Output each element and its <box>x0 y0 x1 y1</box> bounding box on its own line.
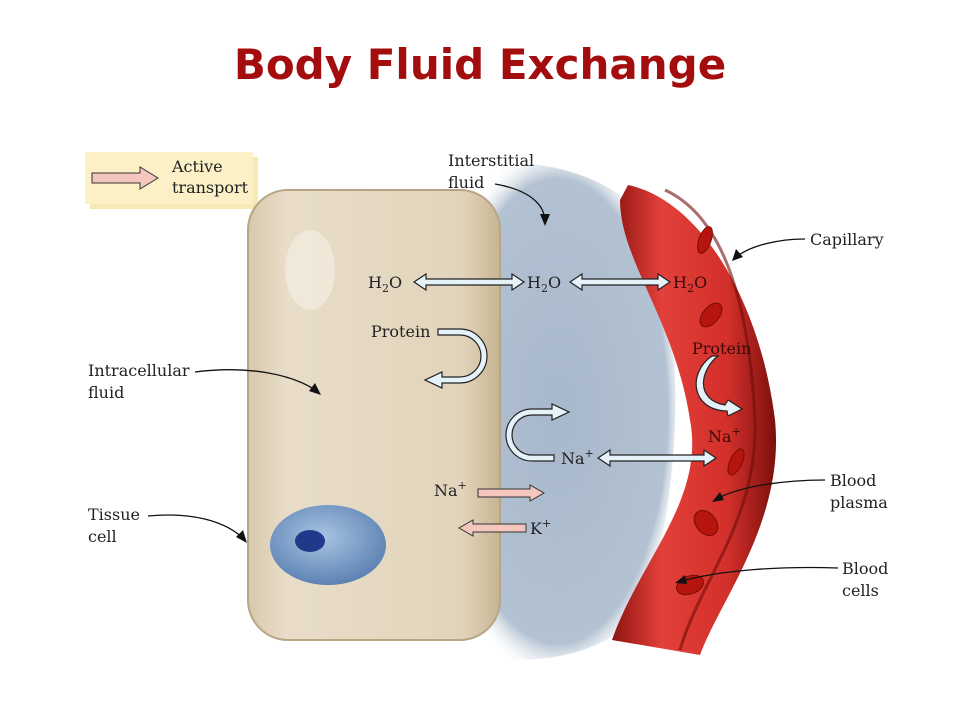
protein-return-arrow-icon <box>423 328 488 389</box>
capillary-vessel <box>612 185 777 655</box>
pointer-heads <box>236 214 743 584</box>
intracellular-pointer <box>194 369 319 393</box>
blood-cell <box>727 448 745 476</box>
active-transport-arrow-icon <box>91 166 159 190</box>
blood-plasma-label-2: plasma <box>830 493 888 512</box>
na-intracellular: Na+ <box>434 479 467 500</box>
na-interstitial: Na+ <box>561 447 594 468</box>
k-active-arrow-icon <box>457 519 527 537</box>
legend-label-line1: Active <box>171 157 223 176</box>
capillary-pointer <box>734 238 806 259</box>
arrowhead-icon <box>309 383 321 395</box>
na-plasma: Na+ <box>708 425 741 446</box>
cell-highlight <box>285 230 335 310</box>
passive-arrows <box>412 272 744 468</box>
h2o-plasma: H2O <box>673 273 707 295</box>
tissue-cell <box>247 189 501 641</box>
capillary-protein-arrow-icon <box>695 355 744 417</box>
blood-cell <box>693 509 719 537</box>
active-arrows <box>457 484 546 537</box>
blood-cells-label-2: cells <box>842 581 879 600</box>
protein-plasma: Protein <box>692 339 751 358</box>
interstitial-label-1: Interstitial <box>448 151 534 170</box>
legend: Active transport <box>85 152 258 209</box>
arrowhead-icon <box>732 249 743 261</box>
arrowhead-icon <box>236 530 247 543</box>
nucleolus <box>295 530 325 552</box>
blood-cell <box>699 302 723 328</box>
capillary-wall <box>664 188 757 651</box>
arrowhead-icon <box>675 575 687 584</box>
h2o-double-arrow-icon <box>568 272 672 292</box>
tissue-cell-label-2: cell <box>88 527 117 546</box>
protein-intracellular: Protein <box>371 322 430 341</box>
na-return-arrow-icon <box>505 403 571 462</box>
intracellular-label-2: fluid <box>88 383 124 402</box>
page-title: Body Fluid Exchange <box>233 40 727 89</box>
arrowhead-icon <box>712 492 724 502</box>
nucleus <box>270 505 386 585</box>
tissue-cell-label-1: Tissue <box>88 505 140 524</box>
blood-cells-pointer <box>677 566 839 583</box>
blood-cells <box>675 226 745 596</box>
blood-cell <box>697 226 713 254</box>
tissue-cell-pointer <box>147 514 246 541</box>
capillary-label: Capillary <box>810 230 884 249</box>
legend-label-line2: transport <box>172 178 249 197</box>
k-interstitial: K+ <box>530 517 551 538</box>
interstitial-label-2: fluid <box>448 173 484 192</box>
blood-cells-label-1: Blood <box>842 559 888 578</box>
blood-plasma-pointer <box>714 479 826 501</box>
h2o-interstitial: H2O <box>527 273 561 295</box>
h2o-intracellular: H2O <box>368 273 402 295</box>
na-double-arrow-icon <box>596 448 718 468</box>
h2o-double-arrow-icon <box>412 272 526 292</box>
intracellular-label-1: Intracellular <box>88 361 190 380</box>
na-active-arrow-icon <box>477 484 546 502</box>
blood-plasma-label-1: Blood <box>830 471 876 490</box>
pointer-lines <box>147 183 839 583</box>
arrowhead-icon <box>540 214 550 226</box>
